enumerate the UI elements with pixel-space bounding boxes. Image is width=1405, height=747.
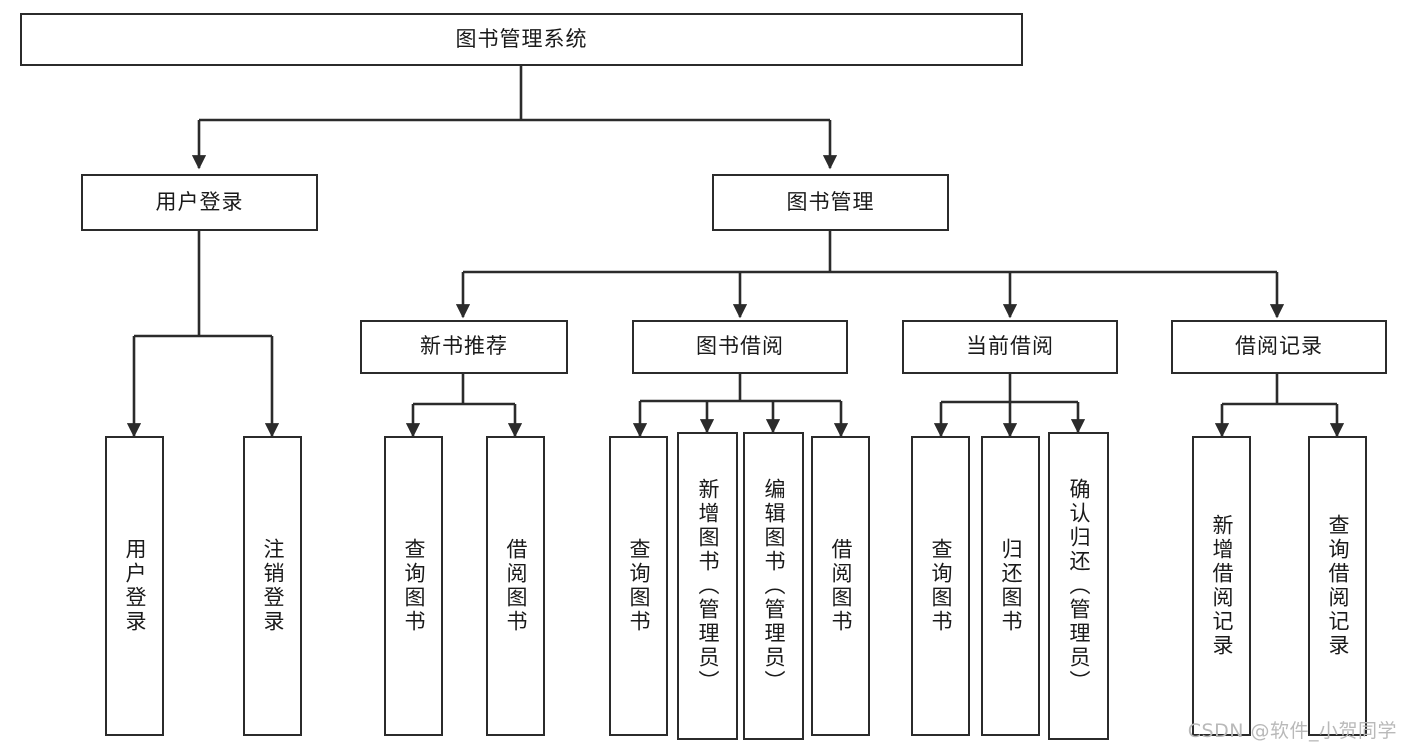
node-leaf-add-book-admin-label: 新增图书（管理员） <box>696 478 721 694</box>
node-book-manage-label: 图书管理 <box>786 189 875 214</box>
node-leaf-borrow-book-2[interactable]: 借阅图书 <box>811 436 870 736</box>
node-leaf-user-login[interactable]: 用户登录 <box>105 436 164 736</box>
node-leaf-query-book-3-label: 查询图书 <box>929 538 954 634</box>
node-borrow-record-label: 借阅记录 <box>1235 334 1323 359</box>
node-new-book-recommend-label: 新书推荐 <box>420 334 508 359</box>
node-book-manage[interactable]: 图书管理 <box>712 174 949 231</box>
node-leaf-edit-book-admin[interactable]: 编辑图书（管理员） <box>743 432 804 740</box>
node-leaf-query-book-2[interactable]: 查询图书 <box>609 436 668 736</box>
node-leaf-query-book-2-label: 查询图书 <box>627 538 652 634</box>
node-leaf-borrow-book-2-label: 借阅图书 <box>829 538 854 634</box>
node-leaf-query-record-label: 查询借阅记录 <box>1326 514 1351 658</box>
node-leaf-borrow-book-1-label: 借阅图书 <box>504 538 529 634</box>
node-leaf-edit-book-admin-label: 编辑图书（管理员） <box>762 478 787 694</box>
node-new-book-recommend[interactable]: 新书推荐 <box>360 320 568 374</box>
watermark-text: CSDN @软件_小贺同学 <box>1187 720 1397 742</box>
node-leaf-user-login-label: 用户登录 <box>123 538 148 634</box>
node-book-borrow[interactable]: 图书借阅 <box>632 320 848 374</box>
node-leaf-return-book[interactable]: 归还图书 <box>981 436 1040 736</box>
node-leaf-logout-label: 注销登录 <box>261 538 286 634</box>
node-current-borrow-label: 当前借阅 <box>966 334 1054 359</box>
node-leaf-query-record[interactable]: 查询借阅记录 <box>1308 436 1367 736</box>
node-root-label: 图书管理系统 <box>455 26 588 51</box>
node-leaf-query-book-1-label: 查询图书 <box>402 538 427 634</box>
node-leaf-add-record-label: 新增借阅记录 <box>1210 514 1235 658</box>
node-root[interactable]: 图书管理系统 <box>20 13 1023 66</box>
node-borrow-record[interactable]: 借阅记录 <box>1171 320 1387 374</box>
node-leaf-query-book-1[interactable]: 查询图书 <box>384 436 443 736</box>
node-leaf-return-book-label: 归还图书 <box>999 538 1024 634</box>
node-leaf-borrow-book-1[interactable]: 借阅图书 <box>486 436 545 736</box>
node-user-login-label: 用户登录 <box>155 189 244 214</box>
node-current-borrow[interactable]: 当前借阅 <box>902 320 1118 374</box>
node-book-borrow-label: 图书借阅 <box>696 334 784 359</box>
node-leaf-query-book-3[interactable]: 查询图书 <box>911 436 970 736</box>
node-leaf-add-book-admin[interactable]: 新增图书（管理员） <box>677 432 738 740</box>
node-leaf-confirm-return-admin[interactable]: 确认归还（管理员） <box>1048 432 1109 740</box>
node-leaf-confirm-return-admin-label: 确认归还（管理员） <box>1067 478 1092 694</box>
node-leaf-add-record[interactable]: 新增借阅记录 <box>1192 436 1251 736</box>
node-user-login[interactable]: 用户登录 <box>81 174 318 231</box>
node-leaf-logout[interactable]: 注销登录 <box>243 436 302 736</box>
